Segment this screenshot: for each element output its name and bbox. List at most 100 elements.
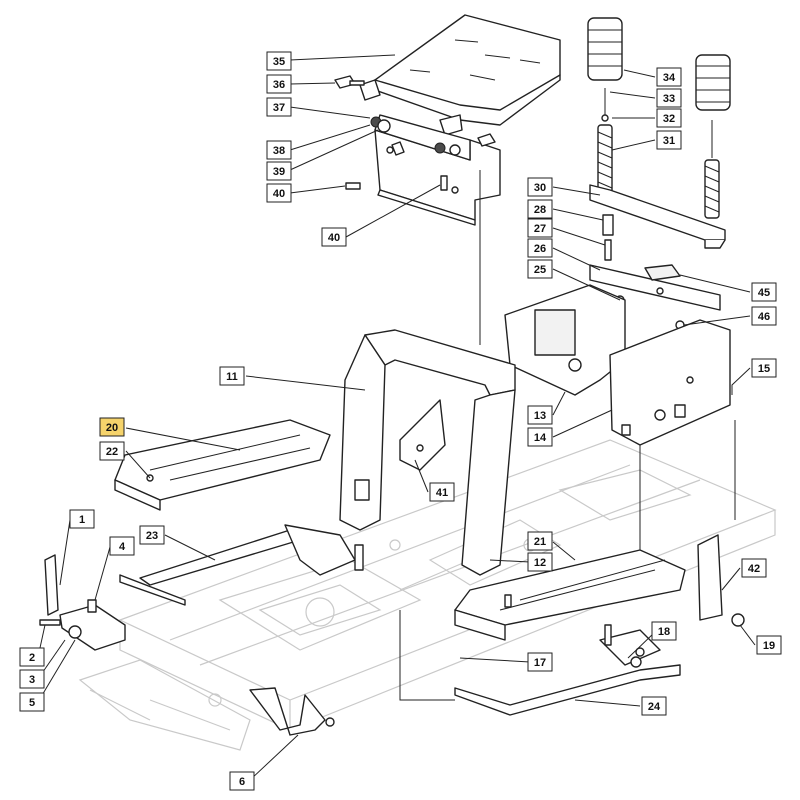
callout-box bbox=[527, 652, 553, 672]
callout-box bbox=[756, 635, 782, 655]
callout-box bbox=[229, 771, 255, 791]
pedal-rod-24 bbox=[454, 624, 681, 716]
callout-box bbox=[266, 183, 292, 203]
callout-label: 12 bbox=[534, 557, 546, 569]
callout-2: 2 bbox=[19, 647, 45, 667]
callout-label: 30 bbox=[534, 182, 546, 194]
callout-box bbox=[321, 227, 347, 247]
callout-box bbox=[656, 130, 682, 150]
callout-box bbox=[429, 482, 455, 502]
callout-box bbox=[656, 108, 682, 128]
bracket-6 bbox=[249, 687, 335, 736]
callout-box bbox=[656, 88, 682, 108]
callout-box bbox=[751, 358, 777, 378]
callout-label: 22 bbox=[106, 446, 118, 458]
callout-12: 12 bbox=[527, 552, 553, 572]
callout-box bbox=[751, 282, 777, 302]
callout-box bbox=[109, 536, 135, 556]
callout-label: 45 bbox=[758, 287, 770, 299]
callout-label: 18 bbox=[658, 626, 670, 638]
seat-pan bbox=[359, 14, 561, 136]
callout-box bbox=[656, 67, 682, 87]
callout-label: 4 bbox=[119, 541, 126, 553]
callout-box bbox=[266, 74, 292, 94]
callout-36: 36 bbox=[266, 74, 292, 94]
callout-label: 36 bbox=[273, 79, 285, 91]
callout-box bbox=[99, 441, 125, 461]
callout-37: 37 bbox=[266, 97, 292, 117]
callout-25: 25 bbox=[527, 259, 553, 279]
callout-box bbox=[527, 427, 553, 447]
footrest-left bbox=[114, 419, 331, 511]
callout-label: 14 bbox=[534, 432, 547, 444]
callout-label: 19 bbox=[763, 640, 775, 652]
callout-label: 26 bbox=[534, 243, 546, 255]
callout-1: 1 bbox=[69, 509, 95, 529]
callout-box bbox=[139, 525, 165, 545]
callout-24: 24 bbox=[641, 696, 667, 716]
callout-5: 5 bbox=[19, 692, 45, 712]
callout-3: 3 bbox=[19, 669, 45, 689]
hinge-bracket-left bbox=[39, 554, 126, 651]
callout-label: 3 bbox=[29, 674, 35, 686]
callout-13: 13 bbox=[527, 405, 553, 425]
callout-label: 34 bbox=[663, 72, 676, 84]
callout-33: 33 bbox=[656, 88, 682, 108]
callout-39: 39 bbox=[266, 161, 292, 181]
callout-label: 5 bbox=[29, 697, 35, 709]
callout-box bbox=[741, 558, 767, 578]
callout-label: 35 bbox=[273, 56, 285, 68]
spring-bracket-rail bbox=[589, 184, 726, 249]
callout-box bbox=[19, 669, 45, 689]
callout-label: 25 bbox=[534, 264, 546, 276]
callout-label: 24 bbox=[648, 701, 661, 713]
spring-assembly-right bbox=[695, 54, 731, 219]
spring-assembly-left bbox=[587, 17, 623, 196]
callout-label: 32 bbox=[663, 113, 675, 125]
callouts: 1234561112131415171819202122232425262728… bbox=[19, 51, 782, 791]
callout-box bbox=[19, 647, 45, 667]
callout-label: 38 bbox=[273, 145, 285, 157]
callout-box bbox=[751, 306, 777, 326]
callout-label: 15 bbox=[758, 363, 770, 375]
callout-label: 20 bbox=[106, 422, 118, 434]
rear-frame-plate bbox=[609, 319, 731, 446]
callout-label: 27 bbox=[534, 223, 546, 235]
callout-label: 39 bbox=[273, 166, 285, 178]
callout-45: 45 bbox=[751, 282, 777, 302]
callout-label: 2 bbox=[29, 652, 35, 664]
callout-4: 4 bbox=[109, 536, 135, 556]
callout-22: 22 bbox=[99, 441, 125, 461]
callout-46: 46 bbox=[751, 306, 777, 326]
callout-box bbox=[69, 509, 95, 529]
callout-box bbox=[99, 417, 125, 437]
bracket-42 bbox=[697, 534, 745, 627]
seat-hardware bbox=[334, 75, 496, 191]
callout-40: 40 bbox=[266, 183, 292, 203]
callout-box bbox=[266, 97, 292, 117]
callout-15: 15 bbox=[751, 358, 777, 378]
callout-6: 6 bbox=[229, 771, 255, 791]
callout-14: 14 bbox=[527, 427, 553, 447]
callout-label: 1 bbox=[79, 514, 85, 526]
upright-frame bbox=[339, 329, 516, 576]
callout-17: 17 bbox=[527, 652, 553, 672]
leader-lines bbox=[37, 54, 756, 781]
callout-label: 40 bbox=[328, 232, 340, 244]
callout-21: 21 bbox=[527, 531, 553, 551]
callout-label: 17 bbox=[534, 657, 546, 669]
callout-label: 42 bbox=[748, 563, 760, 575]
callout-label: 40 bbox=[273, 188, 285, 200]
callout-label: 23 bbox=[146, 530, 158, 542]
callout-box bbox=[219, 366, 245, 386]
callout-35: 35 bbox=[266, 51, 292, 71]
callout-box bbox=[527, 177, 553, 197]
callout-box bbox=[527, 238, 553, 258]
callout-label: 31 bbox=[663, 135, 675, 147]
callout-box bbox=[266, 140, 292, 160]
callout-box bbox=[527, 199, 553, 219]
callout-label: 33 bbox=[663, 93, 675, 105]
callout-31: 31 bbox=[656, 130, 682, 150]
callout-box bbox=[641, 696, 667, 716]
